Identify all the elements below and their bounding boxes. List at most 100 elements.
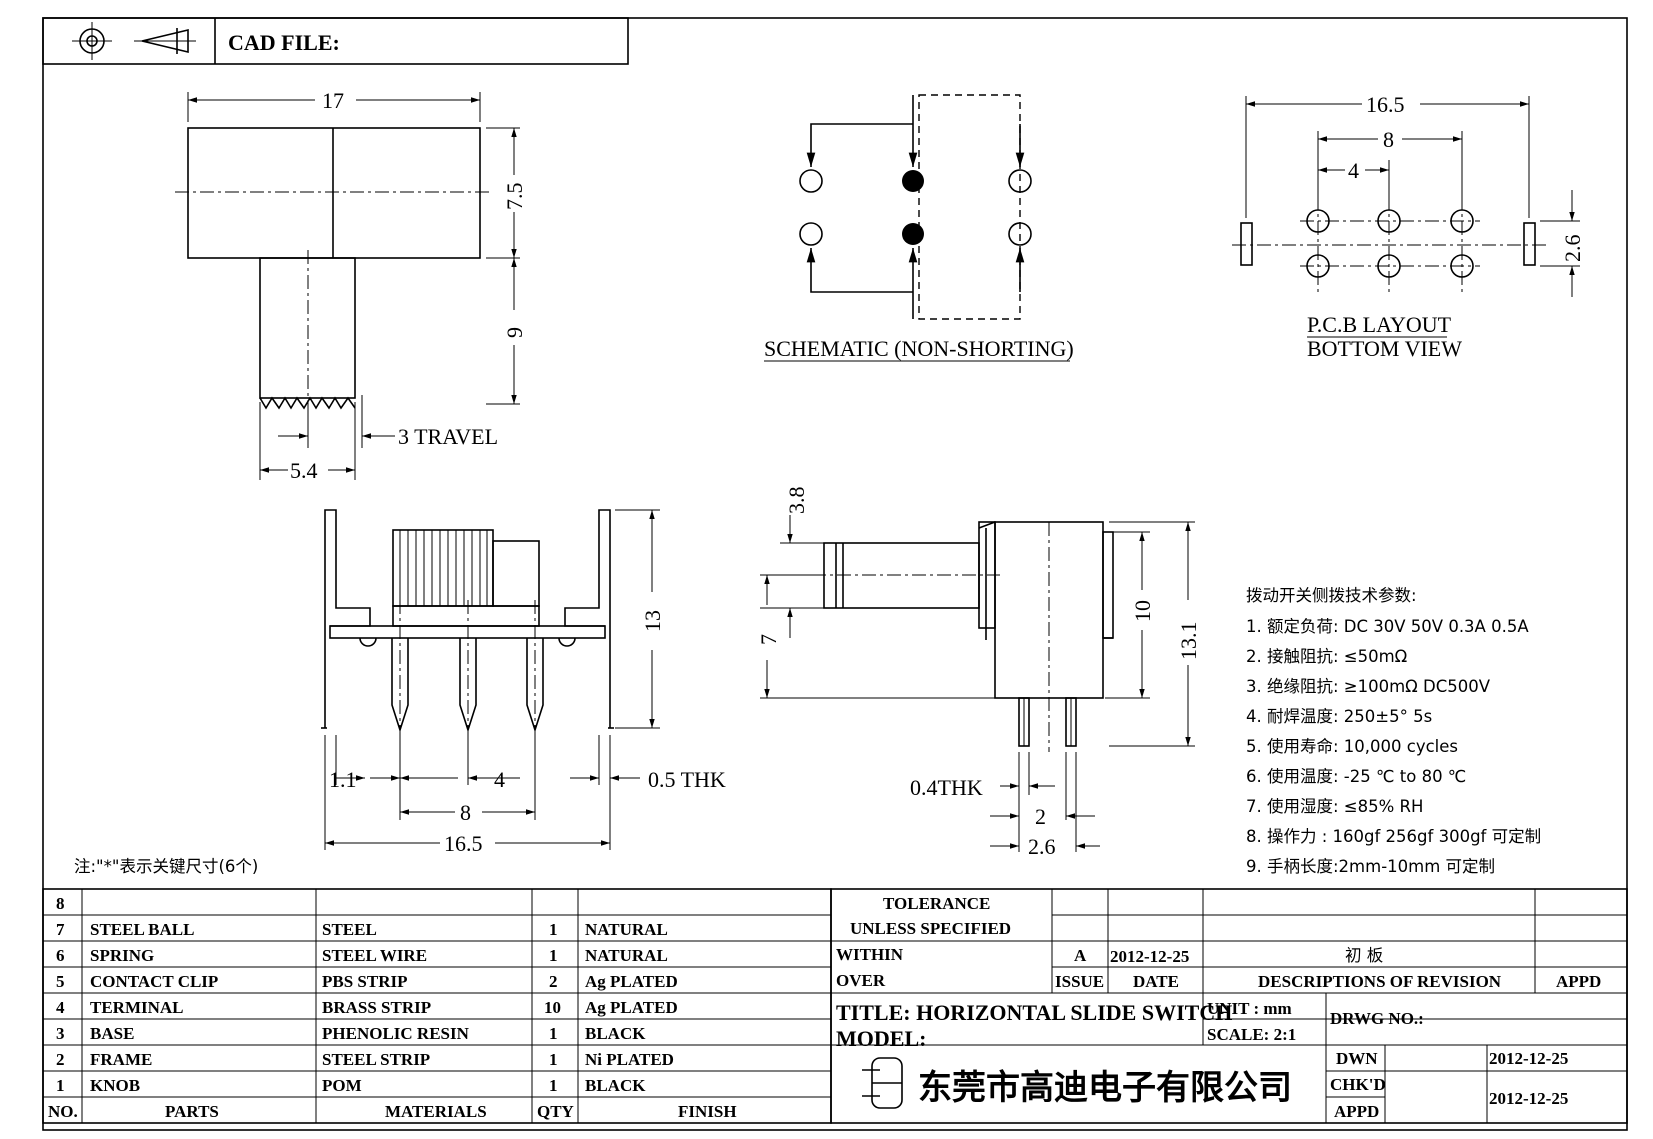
bom-header-parts: PARTS xyxy=(165,1102,219,1121)
spec-list: 拨动开关侧拨技术参数: 1. 额定负荷: DC 30V 50V 0.3A 0.5… xyxy=(1246,586,1541,876)
bom-row-3-finish: BLACK xyxy=(585,1024,646,1043)
dim-front-13: 13 xyxy=(640,610,665,632)
bom-row-1-qty: 1 xyxy=(549,1076,558,1095)
unit-label: UNIT : mm xyxy=(1207,999,1292,1018)
bom-row-4-material: BRASS STRIP xyxy=(322,998,431,1017)
bom-row-7-part: STEEL BALL xyxy=(90,920,194,939)
bom-row-5-material: PBS STRIP xyxy=(322,972,408,991)
dim-side-13-1: 13.1 xyxy=(1176,622,1201,661)
dim-knob-width-5-4: 5.4 xyxy=(290,458,318,483)
spec-item-5: 5. 使用寿命: 10,000 cycles xyxy=(1246,737,1458,756)
dim-travel-3: 3 TRAVEL xyxy=(398,424,498,449)
header-block: CAD FILE: xyxy=(42,17,629,65)
bom-row-3-qty: 1 xyxy=(549,1024,558,1043)
title-block: TOLERANCE UNLESS SPECIFIED WITHIN OVER A… xyxy=(830,888,1628,1124)
issue-label: ISSUE xyxy=(1055,972,1104,991)
bom-row-7-no: 7 xyxy=(56,920,65,939)
spec-item-4: 4. 耐焊温度: 250±5° 5s xyxy=(1246,707,1432,726)
spec-item-7: 7. 使用湿度: ≤85% RH xyxy=(1246,797,1423,816)
bom-row-3-no: 3 xyxy=(56,1024,65,1043)
bom-row-2-no: 2 xyxy=(56,1050,65,1069)
revision-issue: A xyxy=(1074,946,1087,965)
unless-specified-label: UNLESS SPECIFIED xyxy=(850,919,1011,938)
dim-height-9: 9 xyxy=(502,327,527,338)
sheet-border xyxy=(42,17,1628,1131)
dim-side-2: 2 xyxy=(1035,804,1046,829)
top-view: 17 7.5 9 3 TRAVEL 5.4 xyxy=(175,88,527,483)
descriptions-label: DESCRIPTIONS OF REVISION xyxy=(1258,972,1502,991)
pcb-caption-2: BOTTOM VIEW xyxy=(1307,336,1462,361)
dim-side-7: 7 xyxy=(756,634,781,645)
dim-height-7-5: 7.5 xyxy=(502,183,527,211)
spec-item-1: 1. 额定负荷: DC 30V 50V 0.3A 0.5A xyxy=(1246,617,1529,636)
dim-pcb-8: 8 xyxy=(1383,127,1394,152)
tolerance-label: TOLERANCE xyxy=(883,894,990,913)
dim-side-2-6: 2.6 xyxy=(1028,834,1056,859)
bom-row-2-qty: 1 xyxy=(549,1050,558,1069)
schematic-caption: SCHEMATIC (NON-SHORTING) xyxy=(764,336,1074,361)
bom-row-2-material: STEEL STRIP xyxy=(322,1050,430,1069)
bom-row-2-part: FRAME xyxy=(90,1050,152,1069)
bom-row-6-qty: 1 xyxy=(549,946,558,965)
company-logo xyxy=(862,1057,903,1109)
spec-item-6: 6. 使用温度: -25 ℃ to 80 ℃ xyxy=(1246,767,1466,786)
chkd-label: CHK'D xyxy=(1330,1075,1386,1094)
pcb-caption-1: P.C.B LAYOUT xyxy=(1307,312,1452,337)
scale-label: SCALE: 2:1 xyxy=(1207,1025,1296,1044)
bom-row-3-part: BASE xyxy=(90,1024,134,1043)
dim-width-17: 17 xyxy=(322,88,344,113)
bom-row-7-qty: 1 xyxy=(549,920,558,939)
dim-side-0-4-thk: 0.4THK xyxy=(910,775,983,800)
drawing-number-label: DRWG NO.: xyxy=(1330,1009,1424,1028)
bom-row-4-part: TERMINAL xyxy=(90,998,184,1017)
bom-row-6-finish: NATURAL xyxy=(585,946,668,965)
pcb-layout: 16.5 8 4 2.6 P.C.B LAYOUT BOTTOM VIEW xyxy=(1232,92,1585,361)
cad-file-label: CAD FILE: xyxy=(228,30,340,55)
bom-row-5-part: CONTACT CLIP xyxy=(90,972,218,991)
first-angle-projection-icon xyxy=(72,22,196,60)
company-name: 东莞市高迪电子有限公司 xyxy=(918,1068,1292,1108)
spec-item-9: 9. 手柄长度:2mm-10mm 可定制 xyxy=(1246,857,1495,876)
bom-header-qty: QTY xyxy=(537,1102,574,1121)
within-label: WITHIN xyxy=(836,945,904,964)
bom-row-1-no: 1 xyxy=(56,1076,65,1095)
chkd-date: 2012-12-25 xyxy=(1489,1089,1568,1108)
bom-row-1-finish: BLACK xyxy=(585,1076,646,1095)
bom-row-3-material: PHENOLIC RESIN xyxy=(322,1024,470,1043)
dwn-label: DWN xyxy=(1336,1049,1378,1068)
bom-row-6-part: SPRING xyxy=(90,946,154,965)
bom-row-5-finish: Ag PLATED xyxy=(585,972,678,991)
bom-header-materials: MATERIALS xyxy=(385,1102,487,1121)
appd-label: APPD xyxy=(1334,1102,1379,1121)
bom-row-1-material: POM xyxy=(322,1076,362,1095)
bom-row-2-finish: Ni PLATED xyxy=(585,1050,674,1069)
dim-pcb-2-6: 2.6 xyxy=(1560,235,1585,263)
bom-row-5-qty: 2 xyxy=(549,972,558,991)
bom-row-1-part: KNOB xyxy=(90,1076,140,1095)
bom-row-6-material: STEEL WIRE xyxy=(322,946,427,965)
bom-row-4-no: 4 xyxy=(56,998,65,1017)
bom-row-5-no: 5 xyxy=(56,972,65,991)
spec-item-8: 8. 操作力 : 160gf 256gf 300gf 可定制 xyxy=(1246,827,1541,846)
over-label: OVER xyxy=(836,971,886,990)
front-view: 13 1.1 4 0.5 THK 8 16.5 xyxy=(321,509,726,856)
bom-row-7-finish: NATURAL xyxy=(585,920,668,939)
spec-item-3: 3. 绝缘阻抗: ≥100mΩ DC500V xyxy=(1246,677,1491,696)
bom-row-7-material: STEEL xyxy=(322,920,377,939)
bom-header-finish: FINISH xyxy=(678,1102,737,1121)
bom-row-4-qty: 10 xyxy=(544,998,561,1017)
dim-front-0-5-thk: 0.5 THK xyxy=(648,767,726,792)
bom-row-4-finish: Ag PLATED xyxy=(585,998,678,1017)
dim-front-1-1: 1.1 xyxy=(329,767,357,792)
side-view: 3.8 7 10 13.1 0.4THK 2 2.6 xyxy=(756,487,1201,860)
dim-front-8: 8 xyxy=(460,800,471,825)
dim-pcb-4: 4 xyxy=(1348,158,1359,183)
schematic: SCHEMATIC (NON-SHORTING) xyxy=(764,94,1074,362)
dim-front-4: 4 xyxy=(494,767,505,792)
spec-title: 拨动开关侧拨技术参数: xyxy=(1246,586,1417,605)
bom-header-no: NO. xyxy=(48,1102,78,1121)
bom-row-8-no: 8 xyxy=(56,894,65,913)
key-dimension-note: 注:"*"表示关键尺寸(6个) xyxy=(74,857,258,876)
drawing-title: TITLE: HORIZONTAL SLIDE SWITCH xyxy=(836,1000,1232,1025)
